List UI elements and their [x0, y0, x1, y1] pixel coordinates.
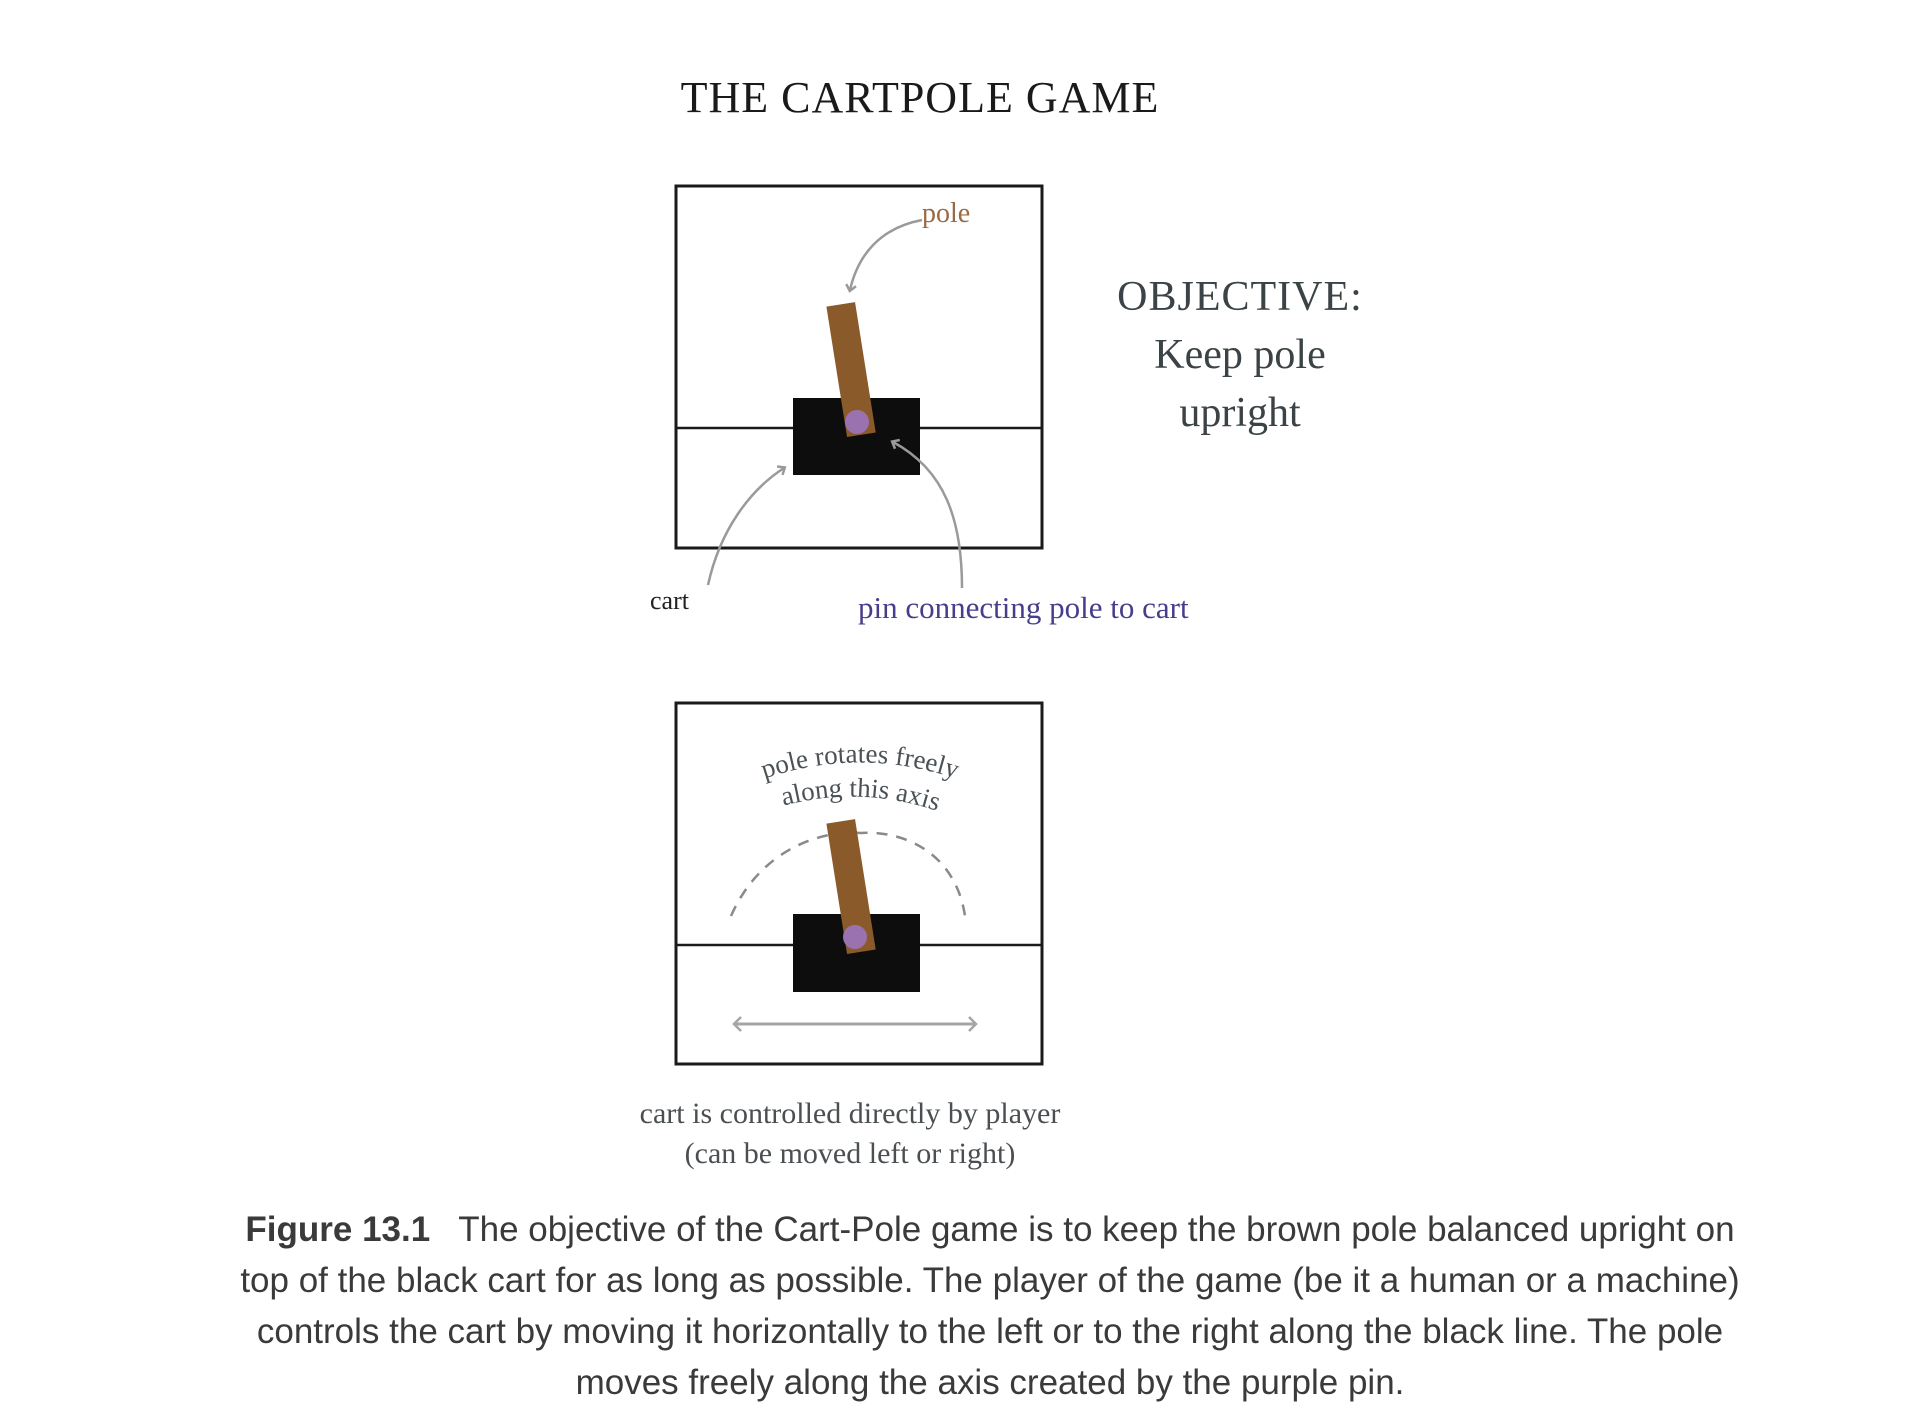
cart-control-caption-line1: cart is controlled directly by player [639, 1097, 1061, 1130]
pole [826, 302, 876, 438]
figure-number: Figure 13.1 [245, 1210, 431, 1249]
pin-pointer-arrow [890, 438, 964, 589]
pole-label: pole [922, 198, 971, 229]
objective-heading: OBJECTIVE: [1117, 274, 1363, 320]
pin [843, 925, 867, 949]
game-frame [674, 701, 1044, 1066]
panel-top [674, 184, 1044, 589]
cart-control-caption: cart is controlled directly by player (c… [600, 1094, 1100, 1174]
cart-label: cart [650, 586, 689, 615]
figure-caption-text: The objective of the Cart-Pole game is t… [240, 1210, 1740, 1402]
pin-label: pin connecting pole to cart [858, 590, 1189, 625]
objective-line2: upright [1179, 390, 1301, 436]
cart-control-caption-line2: (can be moved left or right) [684, 1137, 1016, 1170]
cart-pointer-arrow [706, 465, 787, 586]
diagram-title: THE CARTPOLE GAME [680, 73, 1160, 122]
pin [845, 410, 869, 434]
objective-block: OBJECTIVE: Keep pole upright [1090, 268, 1390, 442]
rotation-label-line2: along this axis [778, 773, 945, 817]
pole-pointer-arrow [845, 218, 923, 293]
panel-bottom: pole rotates freely along this axis [674, 701, 1044, 1066]
game-frame [674, 184, 1044, 550]
pole [826, 819, 876, 955]
rotation-label-2: along this axis [778, 773, 945, 817]
rotation-arc [729, 831, 967, 917]
objective-line1: Keep pole [1154, 332, 1326, 378]
